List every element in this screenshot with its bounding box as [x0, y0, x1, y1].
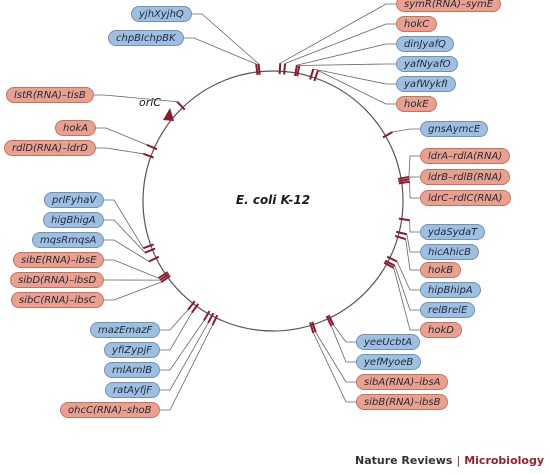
locus-pill: yeeUcbtA	[356, 334, 420, 350]
leader-line	[410, 220, 420, 232]
locus-pill: yefMyoeB	[356, 354, 421, 370]
locus-pill: hicAhicB	[420, 244, 479, 260]
leader-line	[285, 24, 396, 64]
locus-tick	[280, 63, 281, 74]
leader-line	[297, 44, 396, 65]
leader-line	[184, 38, 256, 64]
locus-pill: ldrB–rdlB(RNA)	[420, 169, 510, 185]
locus-tick	[399, 182, 410, 184]
leader-line	[393, 129, 420, 132]
locus-pill: ldrC–rdlC(RNA)	[420, 190, 511, 206]
locus-tick	[398, 177, 409, 179]
leader-line	[394, 268, 420, 330]
leader-line	[104, 200, 143, 248]
locus-pill: rdlD(RNA)–ldrD	[4, 140, 96, 156]
leader-line	[318, 71, 396, 104]
locus-pill: ydaSydaT	[420, 224, 485, 240]
locus-tick	[284, 64, 285, 75]
leader-line	[410, 182, 420, 198]
locus-pill: ratAyfjF	[105, 382, 160, 398]
leader-line	[160, 313, 192, 350]
leader-line	[397, 261, 420, 290]
leader-line	[407, 234, 420, 252]
leader-line	[104, 260, 159, 278]
leader-line	[104, 282, 161, 300]
publisher-name: Nature Reviews	[355, 454, 452, 467]
locus-pill: yjhXyjhQ	[131, 6, 192, 22]
leader-line	[409, 177, 420, 179]
leader-line	[160, 323, 208, 390]
locus-pill: hokB	[420, 262, 461, 278]
locus-pill: symR(RNA)–symE	[396, 0, 501, 12]
credit-separator: |	[456, 454, 460, 467]
leader-line	[316, 332, 356, 382]
locus-pill: mqsRmqsA	[32, 232, 104, 248]
locus-pill: higBhigA	[43, 212, 104, 228]
locus-pill: hokC	[396, 16, 437, 32]
locus-pill: hokE	[396, 96, 437, 112]
locus-pill: ohcC(RNA)–shoB	[60, 402, 160, 418]
leader-line	[280, 4, 396, 63]
locus-pill: chpBIchpBK	[108, 30, 184, 46]
origin-label: oriC	[139, 96, 161, 109]
locus-pill: rnlArnlB	[104, 362, 160, 378]
locus-pill: relBrelE	[420, 302, 475, 318]
locus-pill: yfiZypjF	[104, 342, 160, 358]
leader-line	[160, 321, 204, 370]
locus-pill: sibE(RNA)–ibsE	[13, 252, 104, 268]
locus-pill: hipBhipA	[420, 282, 481, 298]
leader-line	[406, 239, 420, 270]
leader-line	[313, 333, 356, 402]
locus-tick	[395, 236, 406, 239]
leader-line	[96, 148, 143, 154]
leader-line	[160, 325, 213, 410]
locus-pill: sibB(RNA)–ibsB	[356, 394, 448, 410]
locus-pill: prlFyhaV	[44, 192, 104, 208]
locus-pill: mazEmazF	[90, 322, 160, 338]
locus-pill: ldrA–rdlA(RNA)	[420, 148, 510, 164]
locus-tick	[399, 219, 410, 221]
locus-pill: yafWykfI	[396, 76, 456, 92]
leader-line	[409, 156, 420, 177]
journal-name: Microbiology	[464, 454, 544, 467]
leader-line	[192, 14, 259, 64]
locus-pill: yafNyafO	[396, 56, 458, 72]
locus-tick	[398, 179, 409, 181]
origin-marker	[163, 108, 174, 121]
locus-pill: gnsAymcE	[420, 121, 488, 137]
locus-tick	[259, 64, 260, 75]
journal-credit: Nature Reviews | Microbiology	[355, 454, 544, 467]
leader-line	[331, 326, 356, 362]
locus-tick	[310, 69, 313, 80]
locus-pill: hokD	[420, 322, 462, 338]
leader-line	[104, 220, 145, 253]
locus-pill: hokA	[55, 120, 96, 136]
genome-label: E. coli K-12	[218, 193, 328, 207]
leader-line	[299, 64, 396, 66]
locus-tick	[256, 64, 257, 75]
leader-line	[96, 128, 147, 145]
locus-pill: sibA(RNA)–ibsA	[356, 374, 448, 390]
leader-line	[104, 240, 149, 261]
leader-line	[94, 95, 177, 102]
locus-pill: sibD(RNA)–ibsD	[10, 272, 104, 288]
locus-pill: dinJyafQ	[396, 36, 454, 52]
locus-tick	[396, 232, 407, 235]
locus-pill: sibC(RNA)–ibsC	[11, 292, 104, 308]
locus-pill: lstR(RNA)–tisB	[6, 87, 94, 103]
